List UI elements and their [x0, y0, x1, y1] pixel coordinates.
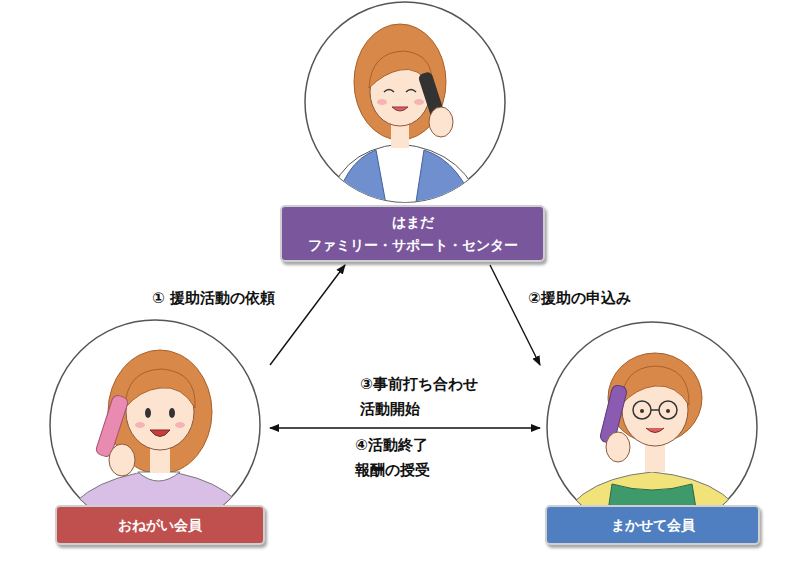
step-label: ① 援助活動の依頼 — [150, 286, 277, 311]
box-text: おねがい会員 — [63, 514, 257, 536]
drawing-path — [138, 472, 180, 481]
drawing-ellipse — [429, 107, 453, 137]
label-box: まかせて会員 — [545, 505, 760, 545]
drawing-ellipse — [145, 408, 151, 418]
drawing-circle — [640, 409, 644, 413]
member-node: まかせて会員 — [543, 320, 762, 546]
drawing-ellipse — [135, 422, 145, 428]
box-text: まかせて会員 — [553, 514, 752, 536]
member-node: おねがい会員 — [50, 318, 267, 546]
step-label: ③事前打ち合わせ 活動開始 — [358, 372, 512, 422]
drawing-path — [150, 430, 170, 437]
drawing-ellipse — [169, 408, 175, 418]
drawing-ellipse — [377, 99, 387, 105]
label-box: おねがい会員 — [55, 505, 265, 545]
drawing-circle — [659, 401, 677, 419]
drawing-ellipse — [606, 432, 630, 462]
drawing-path — [384, 90, 394, 93]
staff-illustration — [305, 2, 505, 215]
flow-arrow — [490, 265, 540, 365]
step-label: ④活動終了 報酬の授受 — [353, 433, 507, 483]
drawing-path — [651, 409, 659, 411]
drawing-path — [125, 369, 195, 408]
drawing-circle — [666, 409, 670, 413]
member-node: はまだ ファミリー・サポート・センター — [280, 0, 545, 262]
flow-arrow — [270, 427, 540, 428]
drawing-path — [621, 366, 689, 405]
flow-arrow — [270, 265, 345, 365]
box-text: はまだ ファミリー・サポート・センター — [288, 211, 537, 256]
drawing-g — [325, 24, 485, 215]
step-label: ②援助の申込み — [526, 286, 633, 311]
drawing-ellipse — [109, 444, 135, 476]
drawing-path — [392, 107, 408, 111]
drawing-circle — [633, 401, 651, 419]
label-box: はまだ ファミリー・サポート・センター — [280, 205, 545, 262]
drawing-path — [646, 428, 664, 433]
drawing-ellipse — [175, 422, 185, 428]
drawing-path — [406, 90, 416, 93]
drawing-ellipse — [414, 99, 424, 105]
